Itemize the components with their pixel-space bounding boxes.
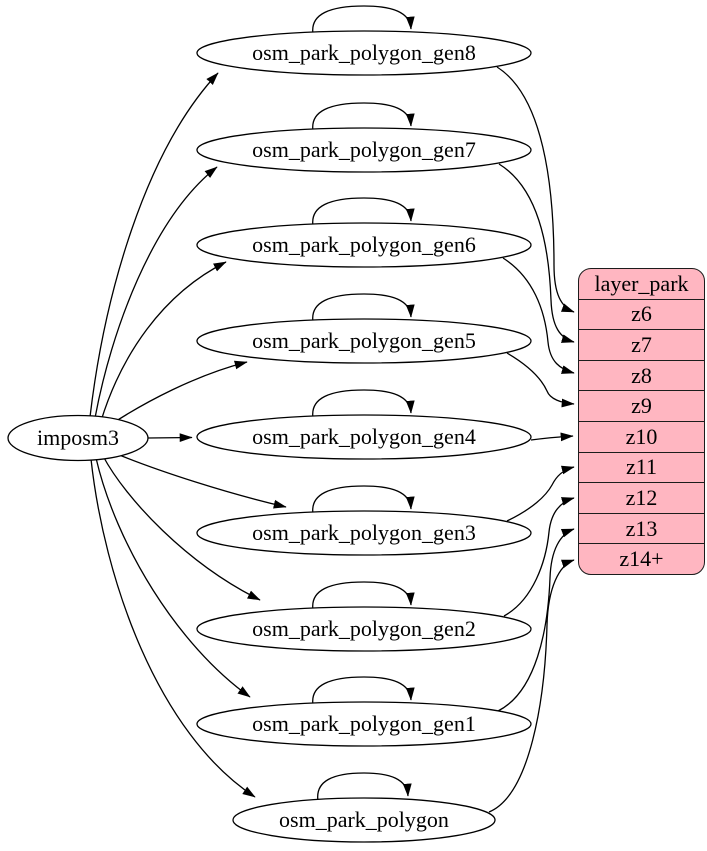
- self-loop-osm-park-polygon-gen3: [312, 485, 415, 515]
- edge-osm-park-polygon-gen4-to-z10: [530, 432, 574, 442]
- layer-park-row-z14: z14+: [579, 543, 704, 574]
- edge-osm-park-polygon-gen7-to-z7: [498, 163, 575, 343]
- self-loops: [312, 5, 415, 802]
- node-osm-park-polygon-gen3: osm_park_polygon_gen3: [196, 510, 532, 556]
- edge-imposm3-to-osm-park-polygon-gen7: [94, 166, 218, 419]
- layer-park-row-z7: z7: [579, 329, 704, 360]
- node-osm-park-polygon-gen5: osm_park_polygon_gen5: [196, 318, 532, 364]
- gen5-ellipse: [196, 318, 532, 364]
- gen2-label: osm_park_polygon_gen2: [252, 616, 476, 641]
- edge-osm-park-polygon-gen5-to-z9: [506, 352, 575, 408]
- self-loop-osm-park-polygon-gen7: [312, 102, 415, 132]
- gen7-label: osm_park_polygon_gen7: [252, 137, 476, 162]
- gen6-label: osm_park_polygon_gen6: [252, 232, 476, 257]
- imposm3-ellipse: [7, 414, 149, 462]
- node-osm-park-polygon: osm_park_polygon: [232, 797, 496, 843]
- layer-park-row-z9: z9: [579, 390, 704, 421]
- layer-park-row-z11: z11: [579, 451, 704, 483]
- self-loop-osm-park-polygon-gen1: [312, 676, 415, 706]
- gen5-label: osm_park_polygon_gen5: [252, 328, 476, 353]
- edge-imposm3-to-osm-park-polygon-gen3: [111, 451, 287, 509]
- self-loop-osm-park-polygon-gen2: [312, 581, 415, 611]
- layer-park-title: layer_park: [594, 270, 689, 296]
- edge-imposm3-to-osm-park-polygon-gen2: [102, 455, 261, 601]
- polygon-label: osm_park_polygon: [279, 807, 449, 832]
- edge-imposm3-to-osm-park-polygon-gen1: [95, 457, 251, 698]
- gen3-label: osm_park_polygon_gen3: [252, 520, 476, 545]
- gen4-label: osm_park_polygon_gen4: [252, 424, 476, 449]
- edge-osm-park-polygon-gen6-to-z8: [502, 257, 575, 374]
- gen6-ellipse: [196, 222, 532, 268]
- edges-to-layer: [488, 66, 575, 813]
- edge-osm-park-polygon-gen2-to-z12: [503, 497, 575, 617]
- edge-osm-park-polygon-gen3-to-z11: [506, 465, 575, 522]
- node-imposm3: imposm3: [7, 414, 149, 462]
- gen2-ellipse: [196, 606, 532, 652]
- edge-imposm3-to-osm-park-polygon-gen6: [100, 261, 227, 422]
- gen1-ellipse: [196, 701, 532, 747]
- gen8-label: osm_park_polygon_gen8: [252, 40, 476, 65]
- gen8-ellipse: [196, 30, 532, 76]
- nodes: imposm3 osm_park_polygon_gen8 osm_park_p…: [7, 30, 532, 843]
- edge-osm-park-polygon-gen8-to-z6: [496, 66, 575, 313]
- polygon-ellipse: [232, 797, 496, 843]
- gen3-ellipse: [196, 510, 532, 556]
- layer-park-row-z13: z13: [579, 512, 704, 544]
- self-loop-osm-park-polygon: [317, 772, 412, 802]
- gen4-ellipse: [196, 414, 532, 460]
- edge-imposm3-to-osm-park-polygon-gen5: [109, 360, 248, 426]
- self-loop-osm-park-polygon-gen4: [312, 389, 415, 419]
- imposm3-label: imposm3: [37, 425, 119, 450]
- gen7-ellipse: [196, 127, 532, 173]
- layer-park-row-z10: z10: [579, 420, 704, 452]
- layer-park-row-z8: z8: [579, 359, 704, 391]
- self-loop-osm-park-polygon-gen8: [312, 5, 415, 35]
- edge-imposm3-to-osm-park-polygon-gen4: [147, 433, 193, 443]
- layer-park-row-z12: z12: [579, 482, 704, 513]
- self-loop-osm-park-polygon-gen5: [312, 293, 415, 323]
- edge-osm-park-polygon-to-z14: [488, 559, 575, 813]
- edges-from-source: [89, 72, 287, 798]
- edge-imposm3-to-osm-park-polygon-gen8: [89, 72, 219, 418]
- layer-park-table: layer_park z6 z7 z8 z9 z10 z11 z12 z13 z…: [578, 268, 705, 575]
- node-osm-park-polygon-gen8: osm_park_polygon_gen8: [196, 30, 532, 76]
- layer-park-row-z6: z6: [579, 298, 704, 330]
- edge-imposm3-to-osm-park-polygon: [90, 458, 256, 798]
- node-osm-park-polygon-gen7: osm_park_polygon_gen7: [196, 127, 532, 173]
- edge-osm-park-polygon-gen1-to-z13: [497, 528, 575, 712]
- node-osm-park-polygon-gen2: osm_park_polygon_gen2: [196, 606, 532, 652]
- self-loop-osm-park-polygon-gen6: [312, 197, 415, 227]
- node-osm-park-polygon-gen1: osm_park_polygon_gen1: [196, 701, 532, 747]
- node-osm-park-polygon-gen4: osm_park_polygon_gen4: [196, 414, 532, 460]
- node-osm-park-polygon-gen6: osm_park_polygon_gen6: [196, 222, 532, 268]
- gen1-label: osm_park_polygon_gen1: [252, 711, 476, 736]
